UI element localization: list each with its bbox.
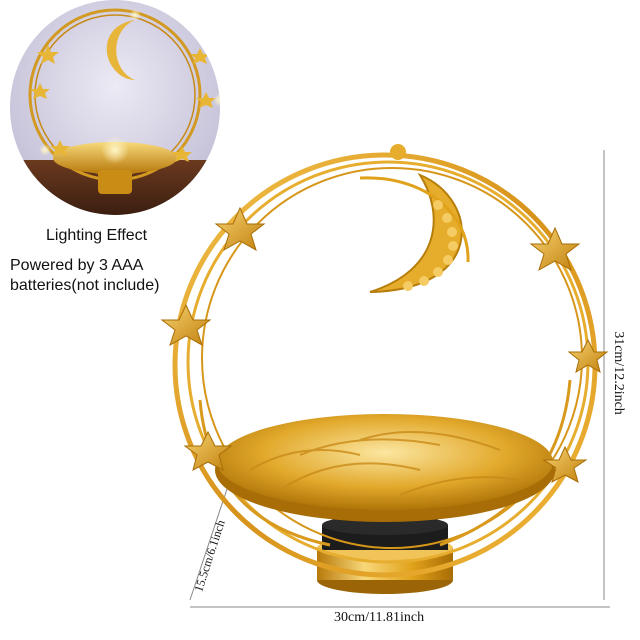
height-dimension-label: 31cm/12.2inch [610, 331, 626, 415]
lighting-effect-caption: Lighting Effect [46, 227, 148, 244]
stand-base [317, 515, 453, 594]
battery-note: Powered by 3 AAA batteries(not include) [10, 256, 159, 296]
width-dimension-label: 30cm/11.81inch [334, 610, 425, 625]
battery-note-line2: batteries(not include) [10, 277, 160, 294]
top-finial [390, 144, 406, 160]
serving-dish [215, 414, 555, 522]
battery-note-line1: Powered by 3 AAA [10, 257, 144, 274]
stars [160, 206, 609, 484]
crescent-moon [359, 172, 470, 293]
lighting-effect-photo [10, 0, 220, 215]
